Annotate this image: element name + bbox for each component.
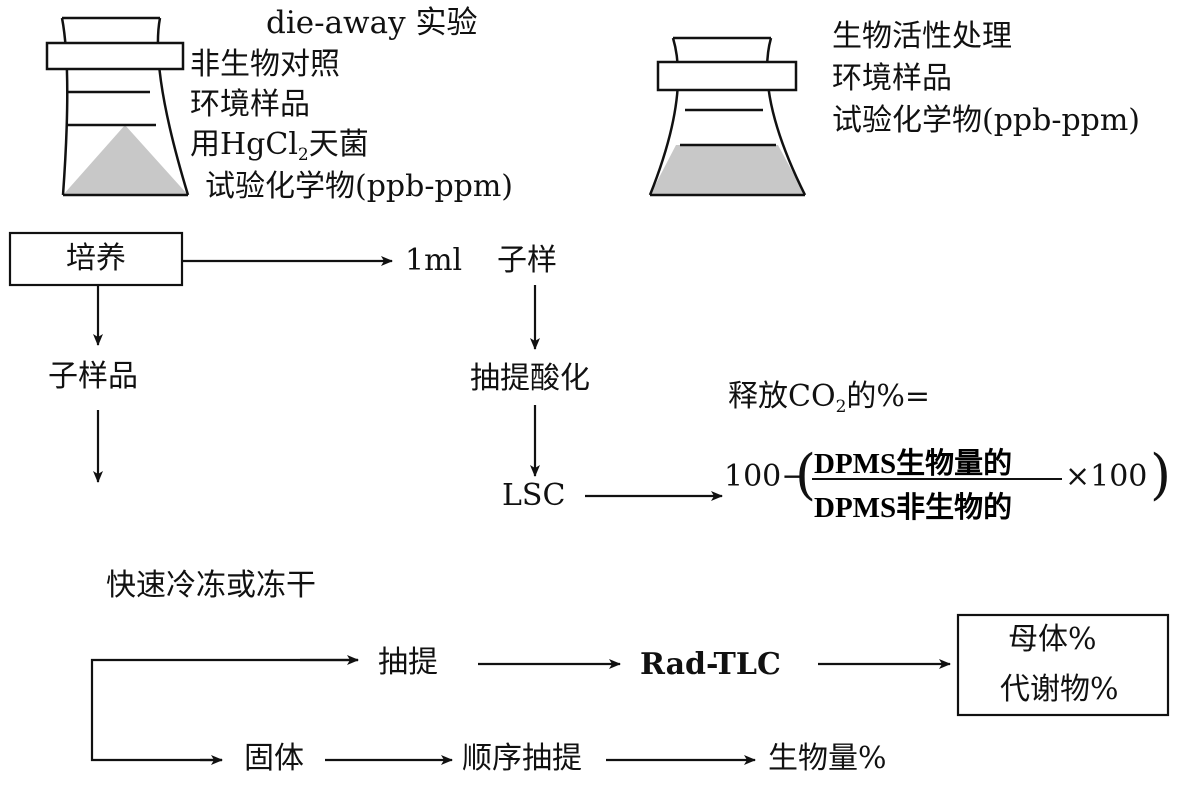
formula-lead: 释放CO2的%=	[728, 379, 931, 417]
node-solid: 固体	[244, 741, 304, 776]
formula-fraction: DPMS生物量的 DPMS非生物的	[800, 440, 1070, 524]
formula-numerator: DPMS生物量的	[814, 448, 1013, 480]
node-freeze: 快速冷冻或冻干	[106, 568, 316, 603]
label-env-sample-right: 环境样品	[832, 61, 952, 96]
result-parent: 母体%	[1008, 622, 1097, 657]
node-1ml: 1ml	[405, 243, 463, 278]
label-env-sample-left: 环境样品	[190, 87, 310, 122]
formula-open-paren: (	[795, 443, 817, 506]
node-culture: 培养	[66, 241, 126, 276]
node-lsc: LSC	[502, 478, 566, 513]
label-abiotic-control: 非生物对照	[190, 47, 340, 82]
label-test-chemical-right: 试验化学物(ppb-ppm)	[832, 103, 1141, 138]
bracket-path	[90, 658, 358, 762]
flask-left-icon	[45, 16, 190, 197]
node-rad-tlc: Rad-TLC	[640, 647, 781, 682]
formula-denominator: DPMS非生物的	[814, 492, 1013, 524]
flask-right-icon	[648, 36, 807, 197]
culture-box	[8, 231, 184, 287]
fraction-bar	[812, 478, 1062, 480]
results-box	[956, 613, 1170, 717]
node-seq-extract: 顺序抽提	[462, 741, 582, 776]
label-test-chemical-left: 试验化学物(ppb-ppm)	[205, 169, 514, 204]
label-hgcl2-sterilize: 用HgCl2天菌	[190, 127, 369, 165]
node-extract: 抽提	[378, 645, 438, 680]
node-biomass: 生物量%	[768, 741, 887, 776]
node-subsample-left: 子样品	[48, 359, 138, 394]
result-metabolite: 代谢物%	[1000, 672, 1119, 707]
node-extract-acidify: 抽提酸化	[470, 361, 590, 396]
formula-prefix: 100−	[724, 459, 807, 494]
label-bioactive-treatment: 生物活性处理	[832, 19, 1012, 54]
formula-suffix: ×100	[1065, 459, 1148, 494]
node-subsample: 子样	[497, 243, 557, 278]
die-away-title: die-away 实验	[266, 5, 478, 41]
formula-close-paren: )	[1150, 443, 1172, 506]
